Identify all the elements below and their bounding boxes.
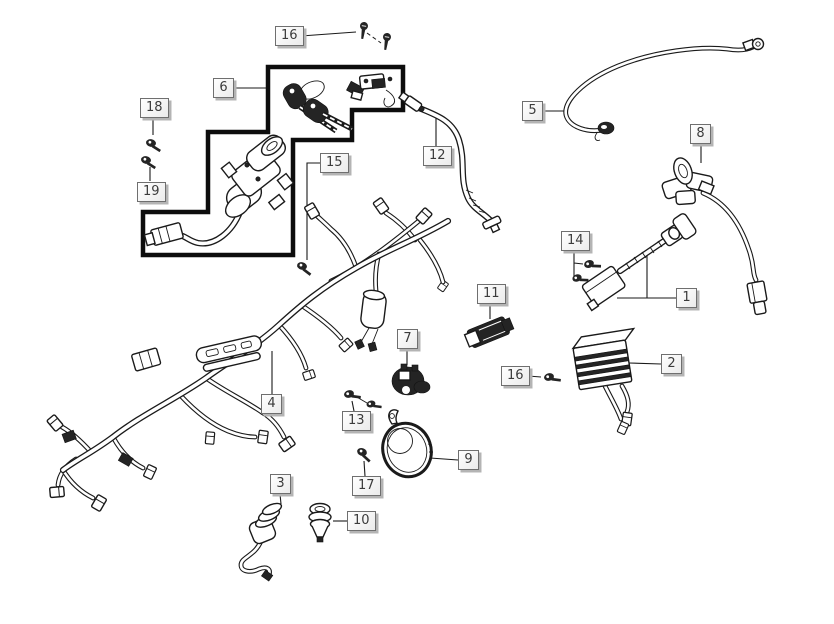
bolt-15-drawing — [295, 261, 314, 277]
callout-5: 5 — [522, 101, 543, 121]
regulator-drawing — [571, 327, 636, 436]
screws-13-drawing — [343, 387, 383, 412]
grommet-10-drawing — [308, 502, 332, 543]
ignition-coil-drawing — [581, 213, 697, 312]
bolt-18-drawing — [144, 138, 163, 153]
sensor-3-drawing — [238, 502, 283, 582]
callout-1: 1 — [676, 288, 697, 308]
relay-11-drawing — [463, 316, 515, 348]
region-6-outline — [140, 64, 406, 258]
callout-6: 6 — [213, 78, 234, 98]
sensor-7-drawing — [391, 363, 431, 396]
seat-latch-drawing — [346, 73, 396, 108]
key-set-drawing — [282, 80, 354, 134]
callout-8: 8 — [690, 124, 711, 144]
callout-7: 7 — [397, 329, 418, 349]
callout-2: 2 — [661, 354, 682, 374]
callout-18: 18 — [140, 98, 169, 118]
callout-4: 4 — [261, 394, 282, 414]
callout-9: 9 — [458, 450, 479, 470]
bolt-17-drawing — [354, 446, 374, 463]
bolt-16-mid-drawing — [543, 370, 562, 386]
throttle-cable-drawing — [397, 91, 502, 234]
callout-12: 12 — [423, 146, 452, 166]
callout-16-top: 16 — [275, 26, 304, 46]
callout-11: 11 — [477, 284, 506, 304]
horn-drawing — [381, 409, 433, 479]
bracket-8-drawing — [661, 157, 768, 316]
callout-15: 15 — [320, 153, 349, 173]
bolt-19-drawing — [139, 155, 158, 170]
screws-16-top-drawing — [357, 21, 392, 51]
callout-13: 13 — [342, 411, 371, 431]
callout-10: 10 — [347, 511, 376, 531]
callout-19: 19 — [137, 182, 166, 202]
callout-17: 17 — [352, 476, 381, 496]
callout-3: 3 — [270, 474, 291, 494]
ground-wire-drawing — [563, 37, 765, 141]
callout-14: 14 — [561, 231, 590, 251]
callout-16-mid: 16 — [501, 366, 530, 386]
ignition-switch-drawing — [143, 134, 295, 247]
